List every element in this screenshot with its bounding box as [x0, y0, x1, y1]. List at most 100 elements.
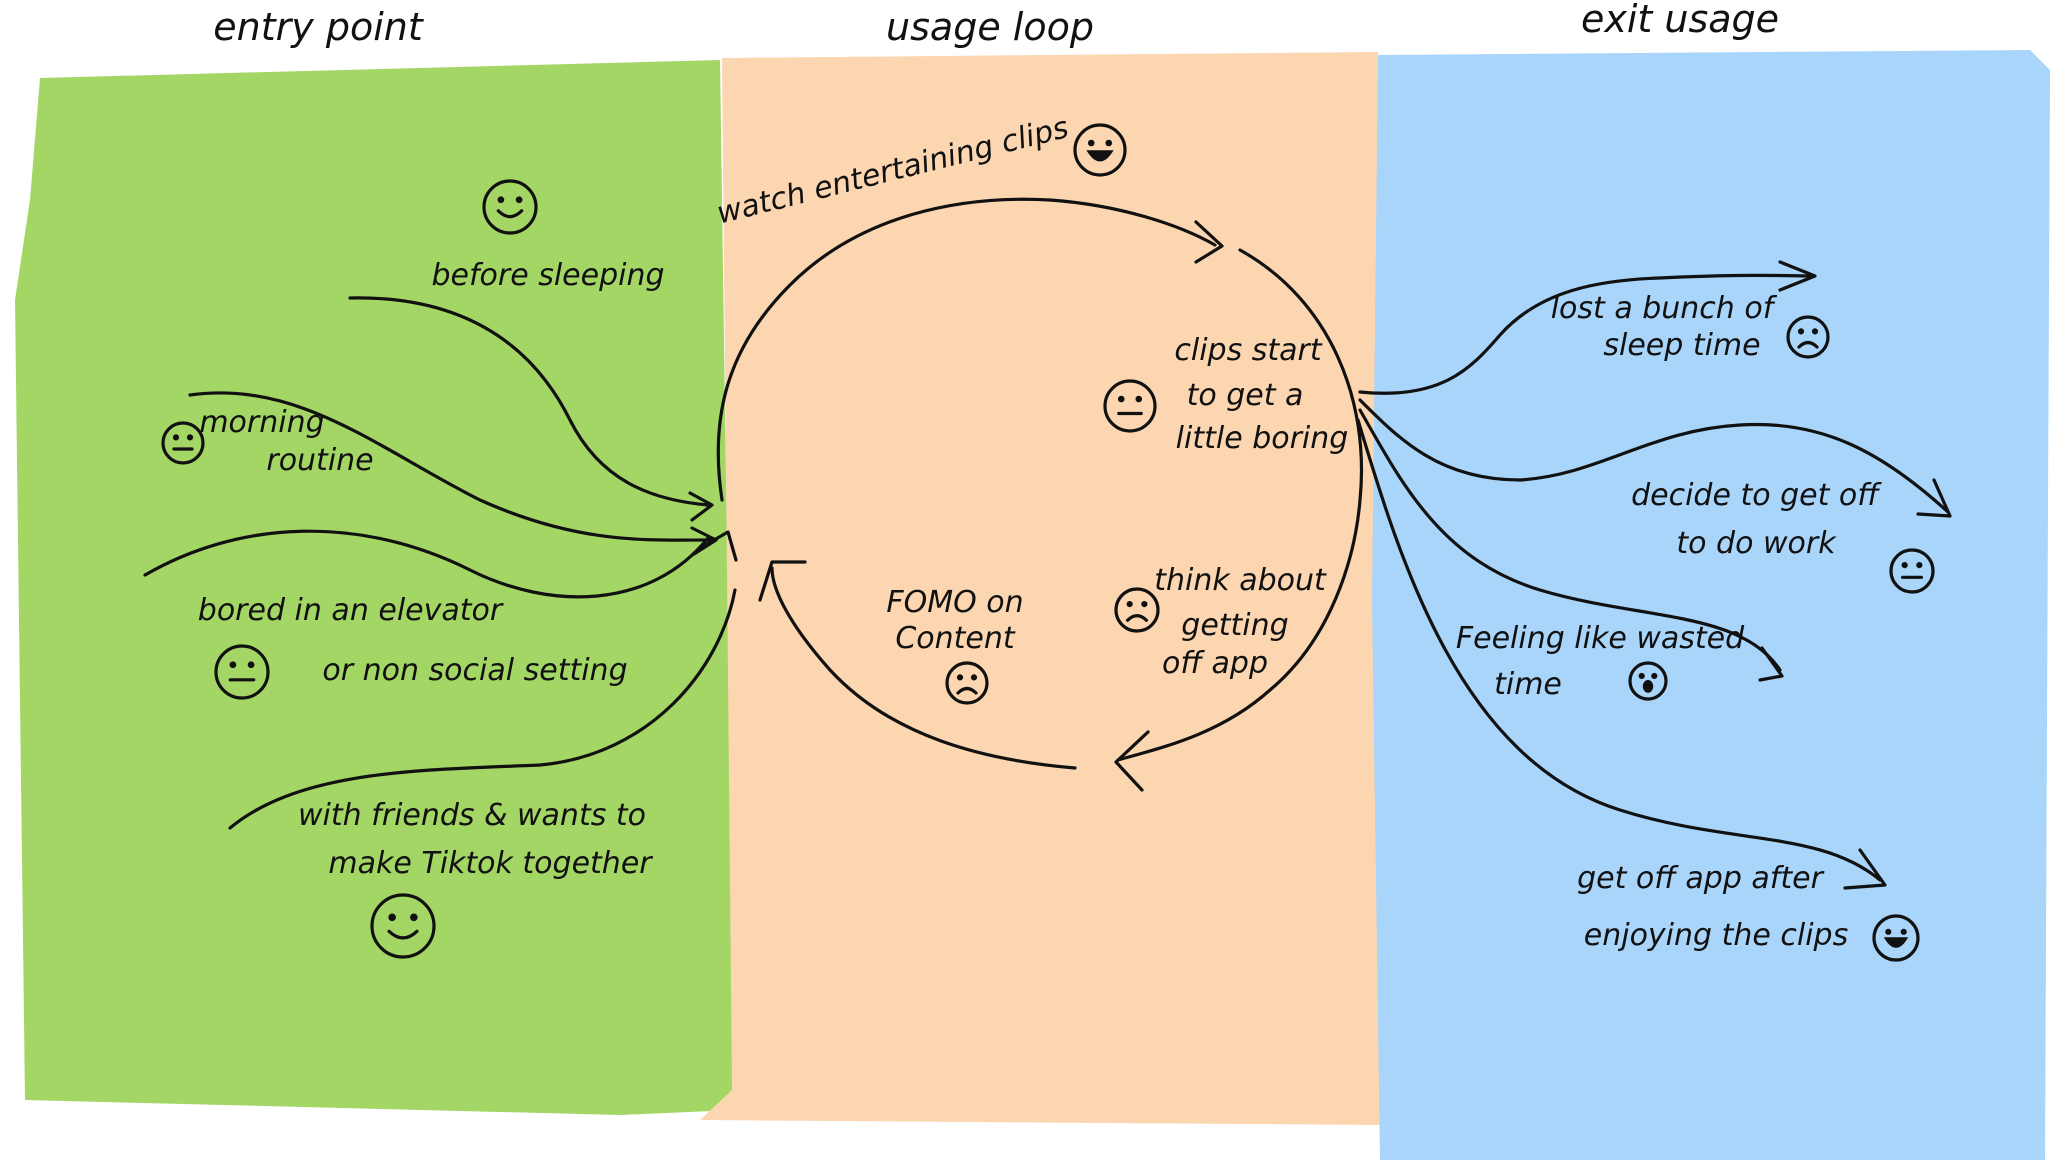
entry-label-line: or non social setting [322, 653, 627, 688]
loop-label-line: Content [895, 621, 1016, 656]
loop-step-item: clips start to get a little boring [1103, 333, 1349, 456]
arrowhead [1194, 220, 1224, 264]
face-eye [410, 913, 418, 922]
exit-arrow [1358, 273, 1814, 395]
loop-label-line: little boring [1176, 421, 1349, 456]
face-eye [1885, 928, 1892, 935]
arrowhead [698, 530, 738, 562]
grin-face-icon [1872, 914, 1920, 962]
face-eye [1117, 395, 1125, 403]
entry-label-line: with friends & wants to [298, 798, 646, 833]
face-mouth [1086, 150, 1114, 162]
loop-column-background [700, 52, 1382, 1125]
loop-label-line: to get a [1187, 378, 1304, 413]
face-eye [388, 913, 396, 922]
face-outline [370, 893, 436, 959]
face-eye [1126, 601, 1133, 608]
neutral-face-icon [161, 421, 205, 465]
face-eye [1087, 139, 1095, 147]
loop-arc-right [1116, 248, 1364, 762]
entry-arrow [188, 391, 714, 542]
entry-label-line: bored in an elevator [198, 593, 504, 628]
exit-arrow [1356, 418, 1882, 882]
face-outline [1628, 661, 1668, 701]
grin-face-icon [1073, 123, 1127, 177]
entry-point-item: with friends & wants to make Tiktok toge… [298, 798, 653, 959]
loop-label-line: off app [1162, 646, 1268, 681]
face-eye [172, 434, 180, 441]
face-eye [1135, 395, 1143, 403]
loop-step-item: think about getting off app [1114, 563, 1327, 681]
entry-label-line: morning [199, 405, 324, 440]
face-eye [1797, 328, 1805, 335]
loop-arc-top [716, 197, 1217, 502]
entry-arrow [143, 529, 710, 599]
entry-arrows [143, 296, 738, 830]
face-eye [1900, 928, 1907, 935]
neutral-face-icon [1103, 379, 1157, 433]
exit-arrow [1358, 398, 1950, 514]
smile-face-icon [370, 893, 436, 959]
face-mouth [1883, 937, 1909, 948]
entry-column-background [15, 60, 735, 1115]
exit-column-heading: exit usage [1581, 0, 1779, 41]
face-mouth [1642, 680, 1654, 693]
loop-step-item: FOMO on Content [886, 585, 1024, 705]
face-eye [497, 196, 505, 204]
exit-label-line: decide to get off [1631, 478, 1882, 513]
face-eye [1916, 562, 1923, 569]
entry-label-line: routine [266, 443, 373, 478]
face-eye [186, 434, 194, 441]
face-outline [1889, 548, 1935, 594]
loop-label-line: getting [1181, 608, 1288, 643]
face-outline [1103, 379, 1157, 433]
face-outline [1114, 587, 1160, 633]
face-mouth [956, 686, 978, 695]
face-mouth [496, 209, 524, 219]
arrowhead [1758, 646, 1784, 682]
arrowhead [1778, 260, 1817, 292]
face-mouth [387, 929, 419, 940]
face-mouth [1797, 340, 1819, 349]
exit-label-line: to do work [1676, 526, 1837, 561]
frown-face-icon [945, 661, 989, 705]
loop-label-line: FOMO on [886, 585, 1023, 620]
shocked-face-icon [1628, 661, 1668, 701]
face-eye [1651, 672, 1658, 680]
face-eye [229, 661, 237, 669]
smile-face-icon [482, 179, 538, 235]
face-eye [1105, 139, 1113, 147]
arrowhead [688, 491, 714, 522]
entry-point-item: bored in an elevator or non social setti… [198, 593, 628, 700]
exit-arrow [1358, 408, 1782, 672]
arrowhead [1843, 848, 1887, 890]
loop-column-heading: usage loop [886, 5, 1094, 49]
face-eye [970, 674, 978, 681]
entry-point-item: before sleeping [431, 179, 665, 293]
exit-item: decide to get off to do work [1631, 478, 1935, 594]
exit-item: lost a bunch of sleep time [1551, 291, 1830, 363]
exit-label-line: time [1494, 667, 1562, 702]
exit-label-line: sleep time [1603, 328, 1760, 363]
face-mouth [1125, 614, 1149, 622]
arrowhead [1916, 478, 1952, 518]
arrowhead [1114, 730, 1150, 792]
entry-arrow [228, 588, 737, 830]
entry-label-line: make Tiktok together [328, 846, 653, 881]
face-outline [1073, 123, 1127, 177]
exit-arrows [1356, 260, 1952, 890]
entry-point-item: morning routine [161, 405, 374, 478]
exit-item: Feeling like wasted time [1456, 621, 1745, 702]
loop-label-line: clips start [1174, 333, 1322, 368]
usage-loop-cycle [716, 197, 1364, 792]
face-eye [1811, 328, 1819, 335]
face-eye [1141, 601, 1148, 608]
face-eye [515, 196, 523, 204]
exit-item: get off app after enjoying the clips [1577, 861, 1920, 962]
face-outline [1786, 315, 1830, 359]
arrowhead [758, 560, 807, 602]
exit-label-line: Feeling like wasted [1456, 621, 1745, 656]
face-outline [482, 179, 538, 235]
face-eye [956, 674, 964, 681]
